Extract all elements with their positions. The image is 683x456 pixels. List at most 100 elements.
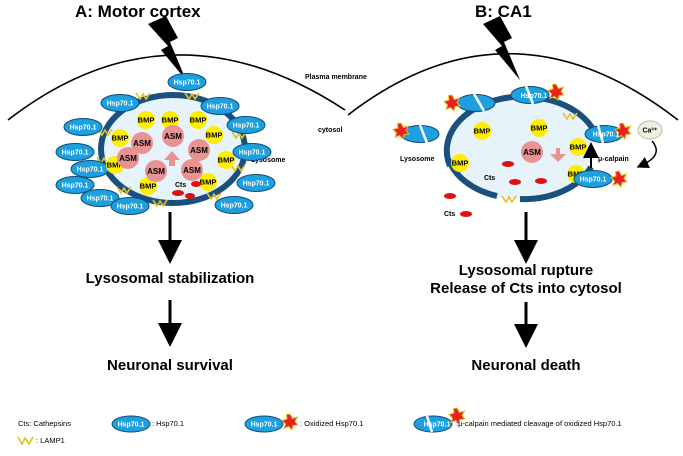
- svg-text:BMP: BMP: [138, 116, 155, 125]
- panel-a: A: Motor cortex Plasma membrane cytosol …: [7, 2, 367, 374]
- cts-label-a: Cts: [175, 182, 186, 189]
- asm-a-2: ASM: [162, 125, 184, 147]
- lamp1-icon: [17, 436, 34, 446]
- asm-a-6: ASM: [181, 159, 203, 181]
- hsp70-3: Hsp70.1: [200, 97, 240, 115]
- svg-text:Hsp70.1: Hsp70.1: [251, 422, 278, 429]
- svg-text:Hsp70.1: Hsp70.1: [174, 80, 201, 87]
- svg-text:Hsp70.1: Hsp70.1: [593, 132, 620, 139]
- svg-text:Hsp70.1: Hsp70.1: [118, 422, 145, 429]
- hsp70-5: Hsp70.1: [226, 116, 266, 134]
- step-a-1: Lysosomal stabilization: [86, 270, 255, 287]
- lysosome-label-b: Lysosome: [400, 156, 434, 163]
- svg-text:BMP: BMP: [206, 131, 223, 140]
- asm-a-1: ASM: [131, 132, 153, 154]
- legend-cleaved-hsp70: Hsp70.1 :μ-calpain mediated cleavage of …: [413, 407, 622, 433]
- svg-text:Hsp70.1: Hsp70.1: [243, 181, 270, 188]
- bmp-a-5: BMP: [205, 126, 223, 144]
- hsp70-12: Hsp70.1: [236, 174, 276, 192]
- asm-b-1: ASM: [521, 141, 543, 163]
- hsp70-13: Hsp70.1: [214, 196, 254, 214]
- panel-b-title: B: CA1: [475, 2, 532, 21]
- svg-text:BMP: BMP: [568, 170, 585, 179]
- stimulus-bolt-icon-b: [483, 16, 520, 80]
- svg-text:Hsp70.1: Hsp70.1: [233, 123, 260, 130]
- calpain-label: μ-calpain: [598, 156, 629, 163]
- hsp70-2: Hsp70.1: [167, 73, 207, 91]
- svg-text:Hsp70.1: Hsp70.1: [521, 93, 548, 100]
- hsp70-4: Hsp70.1: [63, 118, 103, 136]
- svg-text:: Hsp70.1: : Hsp70.1: [152, 419, 184, 428]
- asm-a-3: ASM: [117, 147, 139, 169]
- stimulus-bolt-icon-a: [148, 16, 186, 80]
- hsp70-6: Hsp70.1: [55, 143, 95, 161]
- svg-text:: LAMP1: : LAMP1: [36, 436, 65, 445]
- cathepsins-a: Cts: [172, 181, 201, 199]
- bmp-a-7: BMP: [217, 151, 235, 169]
- svg-text:BMP: BMP: [531, 124, 548, 133]
- calcium-arrow: [636, 140, 657, 168]
- svg-text:ASM: ASM: [190, 146, 208, 155]
- bmp-b-3: BMP: [451, 154, 469, 172]
- step-b-1-line-1: Lysosomal rupture: [459, 262, 593, 279]
- svg-text:ASM: ASM: [133, 139, 151, 148]
- calcium-label: Ca²⁺: [643, 128, 658, 135]
- svg-text:Hsp70.1: Hsp70.1: [424, 422, 451, 429]
- legend-lamp1: : LAMP1: [17, 436, 65, 446]
- svg-text:ASM: ASM: [183, 166, 201, 175]
- svg-text:BMP: BMP: [452, 159, 469, 168]
- cleaved-hsp70-b-4: Hsp70.1: [584, 122, 632, 144]
- cleaved-hsp70-b-3: [392, 122, 440, 144]
- svg-text:ASM: ASM: [147, 167, 165, 176]
- svg-text:Hsp70.1: Hsp70.1: [117, 204, 144, 211]
- bmp-a-2: BMP: [137, 111, 155, 129]
- hsp70-11: Hsp70.1: [232, 143, 272, 161]
- panel-b: B: CA1 Lysosome BMP BMP BMP BMP BMP ASM: [347, 2, 679, 374]
- legend-cts: Cts: Cathepsins: [18, 419, 71, 428]
- bmp-b-4: BMP: [569, 138, 587, 156]
- svg-text:BMP: BMP: [218, 156, 235, 165]
- panel-a-title: A: Motor cortex: [75, 2, 201, 21]
- svg-text:BMP: BMP: [162, 116, 179, 125]
- cts-label-b-inner: Cts: [484, 175, 495, 182]
- cytosol-label: cytosol: [318, 127, 343, 134]
- svg-text:BMP: BMP: [200, 178, 217, 187]
- bmp-a-4: BMP: [189, 111, 207, 129]
- cleaved-hsp70-b-2: Hsp70.1: [510, 83, 565, 105]
- legend: Cts: Cathepsins Hsp70.1 : Hsp70.1 Hsp70.…: [17, 407, 622, 446]
- svg-text:BMP: BMP: [190, 116, 207, 125]
- hsp70-10: Hsp70.1: [110, 197, 150, 215]
- svg-text:BMP: BMP: [570, 143, 587, 152]
- bmp-b-2: BMP: [530, 119, 548, 137]
- svg-text:ASM: ASM: [164, 132, 182, 141]
- upward-arrow-icon-a: [164, 151, 180, 166]
- svg-text:ASM: ASM: [119, 154, 137, 163]
- svg-text::μ-calpain mediated cleavage o: :μ-calpain mediated cleavage of oxidized…: [456, 419, 622, 428]
- svg-text:: Oxidized Hsp70.1: : Oxidized Hsp70.1: [300, 419, 363, 428]
- legend-hsp70: Hsp70.1 : Hsp70.1: [111, 415, 184, 433]
- plasma-membrane-label: Plasma membrane: [305, 74, 367, 81]
- lysosome-label-a: Lysosome: [251, 157, 285, 164]
- asm-group-a: ASM ASM ASM ASM ASM ASM: [117, 125, 210, 182]
- bmp-a-8: BMP: [139, 177, 157, 195]
- step-b-1-line-2: Release of Cts into cytosol: [430, 280, 622, 297]
- step-b-2: Neuronal death: [471, 357, 580, 374]
- svg-text:Hsp70.1: Hsp70.1: [221, 203, 248, 210]
- svg-text:Hsp70.1: Hsp70.1: [239, 150, 266, 157]
- svg-text:Hsp70.1: Hsp70.1: [70, 125, 97, 132]
- lysosome-membrane-b-upper: [443, 93, 599, 168]
- svg-text:BMP: BMP: [474, 127, 491, 136]
- hsp70-8: Hsp70.1: [55, 176, 95, 194]
- svg-text:Hsp70.1: Hsp70.1: [107, 101, 134, 108]
- hsp70-9: Hsp70.1: [80, 189, 120, 207]
- svg-text:Hsp70.1: Hsp70.1: [87, 196, 114, 203]
- svg-text:BMP: BMP: [112, 134, 129, 143]
- plasma-membrane-b: [347, 52, 679, 121]
- hsp70-group-a: Hsp70.1 Hsp70.1 Hsp70.1 Hsp70.1 Hsp70.1 …: [55, 73, 276, 215]
- calcium-ion: [637, 120, 663, 140]
- cts-label-b-outer: Cts: [444, 211, 455, 218]
- svg-text:BMP: BMP: [107, 161, 124, 170]
- svg-text:BMP: BMP: [140, 182, 157, 191]
- svg-text:Hsp70.1: Hsp70.1: [62, 150, 89, 157]
